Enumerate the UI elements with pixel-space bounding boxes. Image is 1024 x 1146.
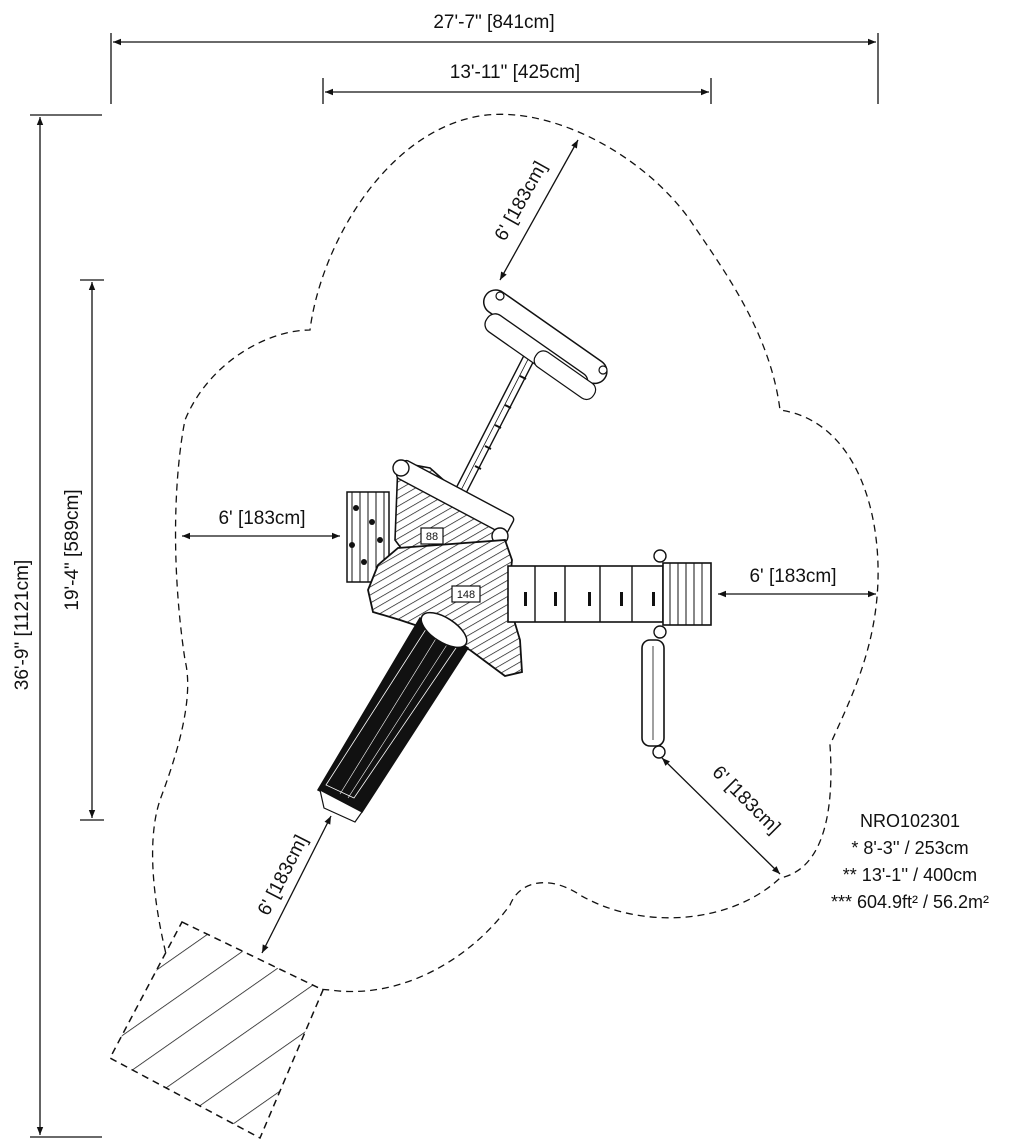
- model-number: NRO102301: [859, 811, 961, 831]
- main-deck-tag-text: 148: [457, 589, 475, 601]
- legend-line-1: * 8'-3'' / 253cm: [851, 838, 969, 858]
- clearance-lower-left-dimension: 6' [183cm]: [254, 815, 332, 954]
- tube-slide: [316, 611, 470, 823]
- structure-width-label: 13'-11" [425cm]: [450, 62, 580, 83]
- clearance-lower-right-dimension: 6' [183cm]: [661, 757, 784, 875]
- legend-line-3: *** 604.9ft² / 56.2m²: [830, 892, 990, 912]
- clearance-top-dimension: 6' [183cm]: [491, 139, 579, 281]
- swing-a-frame: [482, 289, 608, 401]
- overall-length-label: 36'-9" [1121cm]: [12, 560, 33, 690]
- safety-zone-outline: [151, 113, 879, 1012]
- overall-width-label: 27'-7" [841cm]: [433, 12, 554, 33]
- clearance-top-label: 6' [183cm]: [491, 158, 552, 244]
- model-legend: NRO102301 * 8'-3'' / 253cm ** 13'-1'' / …: [800, 808, 1020, 916]
- ladder: [641, 639, 666, 759]
- main-deck-tag: 148: [451, 585, 481, 603]
- bridge-walkway: [507, 565, 664, 623]
- structure-length-dimension: 19'-4" [589cm]: [62, 279, 104, 821]
- legend-line-2: ** 13'-1'' / 400cm: [842, 865, 978, 885]
- clearance-lower-left-label: 6' [183cm]: [254, 832, 312, 919]
- structure-length-label: 19'-4" [589cm]: [62, 489, 83, 610]
- overall-length-dimension: 36'-9" [1121cm]: [12, 114, 102, 1138]
- clearance-lower-right-label: 6' [183cm]: [708, 762, 784, 838]
- upper-deck-tag: 88: [420, 527, 444, 545]
- right-platform: [653, 549, 712, 639]
- clearance-left-dimension: 6' [183cm]: [182, 508, 340, 540]
- slide-runout-zone: [108, 921, 324, 1140]
- main-deck: [367, 539, 523, 677]
- clearance-left-label: 6' [183cm]: [218, 508, 305, 529]
- clearance-right-label: 6' [183cm]: [749, 566, 836, 587]
- overall-width-dimension: 27'-7" [841cm]: [110, 12, 879, 104]
- upper-deck-tag-text: 88: [426, 531, 438, 543]
- structure-width-dimension: 13'-11" [425cm]: [322, 62, 712, 104]
- clearance-right-dimension: 6' [183cm]: [718, 566, 876, 598]
